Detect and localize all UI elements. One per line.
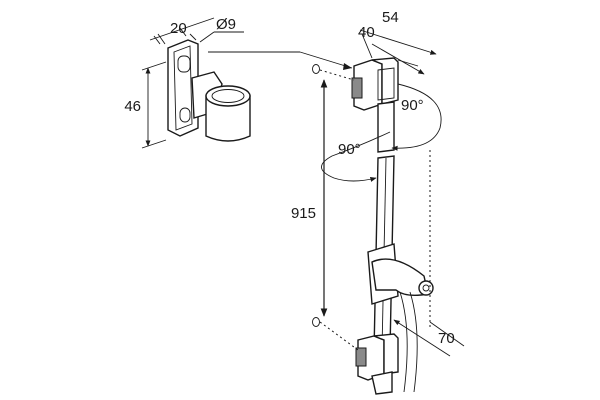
rotation-arc-upper <box>391 83 442 151</box>
dim-rail-depth-outer: 54 <box>382 9 399 26</box>
rotation-arc-lower <box>321 131 391 182</box>
dim-holder-width: 20 <box>170 20 187 37</box>
dim-holder-height: 46 <box>124 98 141 115</box>
dim-pin-diameter: Ø9 <box>216 16 236 33</box>
rail-upper-segment <box>377 101 395 153</box>
dim-rotation-lower: 90° <box>338 141 361 158</box>
dim-line-hose-offset <box>393 319 451 357</box>
top-screw-hole <box>312 64 320 74</box>
shower-head-slider <box>367 243 434 393</box>
upper-wall-bracket <box>351 57 399 111</box>
dim-rail-length: 915 <box>291 205 316 222</box>
dim-hose-offset: 70 <box>438 330 455 347</box>
dim-rotation-upper: 90° <box>401 97 424 114</box>
slider-knob <box>418 280 434 296</box>
bottom-screw-hole <box>312 317 320 327</box>
holder-screw-slot-bottom <box>179 107 191 123</box>
dim-rail-depth-inner: 40 <box>358 24 375 41</box>
shower-rail <box>351 57 434 395</box>
shower-hose <box>399 291 408 393</box>
holder-cup <box>205 85 251 142</box>
holder-screw-slot-top <box>177 55 191 73</box>
lower-wall-bracket <box>355 333 399 395</box>
wall-holder-detail: 20 Ø9 46 <box>124 16 251 149</box>
